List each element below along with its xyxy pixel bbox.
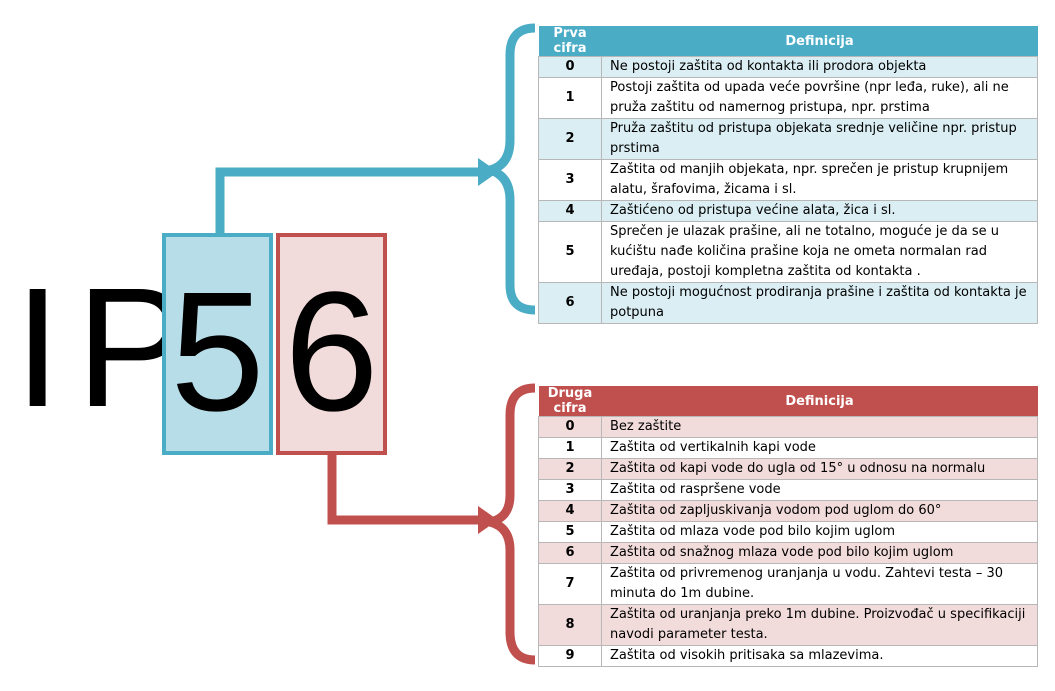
second-digit-arrowhead	[478, 506, 498, 534]
table-row: 2 Pruža zaštitu od pristupa objekata sre…	[538, 118, 1038, 160]
second-digit-arrow	[327, 455, 478, 525]
code-letter-i: I	[14, 253, 62, 443]
table-header-row: Prva cifra Definicija	[538, 26, 1038, 57]
column-header-definition: Definicija	[601, 386, 1038, 417]
row-number: 7	[538, 563, 602, 605]
row-number: 3	[538, 159, 602, 201]
second-digit: 6	[284, 257, 379, 447]
row-definition: Pruža zaštitu od pristupa objekata sredn…	[601, 118, 1038, 160]
second-digit-table: Druga cifra Definicija 0 Bez zaštite 1 Z…	[538, 386, 1038, 667]
table-row: 3 Zaštita od raspršene vode	[538, 479, 1038, 501]
table-row: 7 Zaštita od privremenog uranjanja u vod…	[538, 563, 1038, 605]
row-number: 3	[538, 479, 602, 501]
row-definition: Zaštita od uranjanja preko 1m dubine. Pr…	[601, 604, 1038, 646]
table-row: 8 Zaštita od uranjanja preko 1m dubine. …	[538, 604, 1038, 646]
row-definition: Zaštita od vertikalnih kapi vode	[601, 437, 1038, 459]
table-row: 5 Sprečen je ulazak prašine, ali ne tota…	[538, 221, 1038, 283]
row-number: 0	[538, 56, 602, 78]
row-definition: Postoji zaštita od upada veće površine (…	[601, 77, 1038, 119]
column-header-second-digit: Druga cifra	[538, 386, 602, 417]
table-header-row: Druga cifra Definicija	[538, 386, 1038, 417]
row-definition: Zaštita od raspršene vode	[601, 479, 1038, 501]
row-definition: Ne postoji mogućnost prodiranja prašine …	[601, 282, 1038, 324]
table-row: 1 Zaštita od vertikalnih kapi vode	[538, 437, 1038, 459]
row-number: 0	[538, 416, 602, 438]
table-row: 6 Zaštita od snažnog mlaza vode pod bilo…	[538, 542, 1038, 564]
first-brace	[473, 23, 536, 315]
row-definition: Ne postoji zaštita od kontakta ili prodo…	[601, 56, 1038, 78]
table-row: 6 Ne postoji mogućnost prodiranja prašin…	[538, 282, 1038, 324]
row-definition: Zaštita od privremenog uranjanja u vodu.…	[601, 563, 1038, 605]
table-row: 3 Zaštita od manjih objekata, npr. spreč…	[538, 159, 1038, 201]
row-number: 2	[538, 118, 602, 160]
table-row: 5 Zaštita od mlaza vode pod bilo kojim u…	[538, 521, 1038, 543]
second-digit-box: 6	[276, 233, 387, 455]
table-row: 4 Zaštita od zapljuskivanja vodom pod ug…	[538, 500, 1038, 522]
row-definition: Zaštićeno od pristupa većine alata, žica…	[601, 200, 1038, 222]
column-header-definition: Definicija	[601, 26, 1038, 57]
row-definition: Zaštita od visokih pritisaka sa mlazevim…	[601, 645, 1038, 667]
table-row: 4 Zaštićeno od pristupa većine alata, ži…	[538, 200, 1038, 222]
table-row: 0 Bez zaštite	[538, 416, 1038, 438]
row-number: 4	[538, 500, 602, 522]
row-number: 9	[538, 645, 602, 667]
table-row: 1 Postoji zaštita od upada veće površine…	[538, 77, 1038, 119]
second-brace	[488, 383, 536, 665]
row-number: 5	[538, 521, 602, 543]
row-number: 6	[538, 282, 602, 324]
row-number: 4	[538, 200, 602, 222]
row-number: 2	[538, 458, 602, 480]
first-digit-box: 5	[162, 233, 273, 455]
row-definition: Zaštita od snažnog mlaza vode pod bilo k…	[601, 542, 1038, 564]
row-number: 5	[538, 221, 602, 283]
row-number: 8	[538, 604, 602, 646]
row-number: 1	[538, 437, 602, 459]
first-digit-table: Prva cifra Definicija 0 Ne postoji zašti…	[538, 26, 1038, 324]
row-number: 6	[538, 542, 602, 564]
row-definition: Zaštita od mlaza vode pod bilo kojim ugl…	[601, 521, 1038, 543]
row-definition: Zaštita od zapljuskivanja vodom pod uglo…	[601, 500, 1038, 522]
column-header-first-digit: Prva cifra	[538, 26, 602, 57]
table-row: 0 Ne postoji zaštita od kontakta ili pro…	[538, 56, 1038, 78]
row-definition: Zaštita od kapi vode do ugla od 15° u od…	[601, 458, 1038, 480]
row-definition: Bez zaštite	[601, 416, 1038, 438]
row-definition: Sprečen je ulazak prašine, ali ne totaln…	[601, 221, 1038, 283]
row-number: 1	[538, 77, 602, 119]
row-definition: Zaštita od manjih objekata, npr. sprečen…	[601, 159, 1038, 201]
table-row: 2 Zaštita od kapi vode do ugla od 15° u …	[538, 458, 1038, 480]
first-digit-arrow	[215, 167, 478, 236]
first-digit: 5	[170, 257, 265, 447]
table-row: 9 Zaštita od visokih pritisaka sa mlazev…	[538, 645, 1038, 667]
